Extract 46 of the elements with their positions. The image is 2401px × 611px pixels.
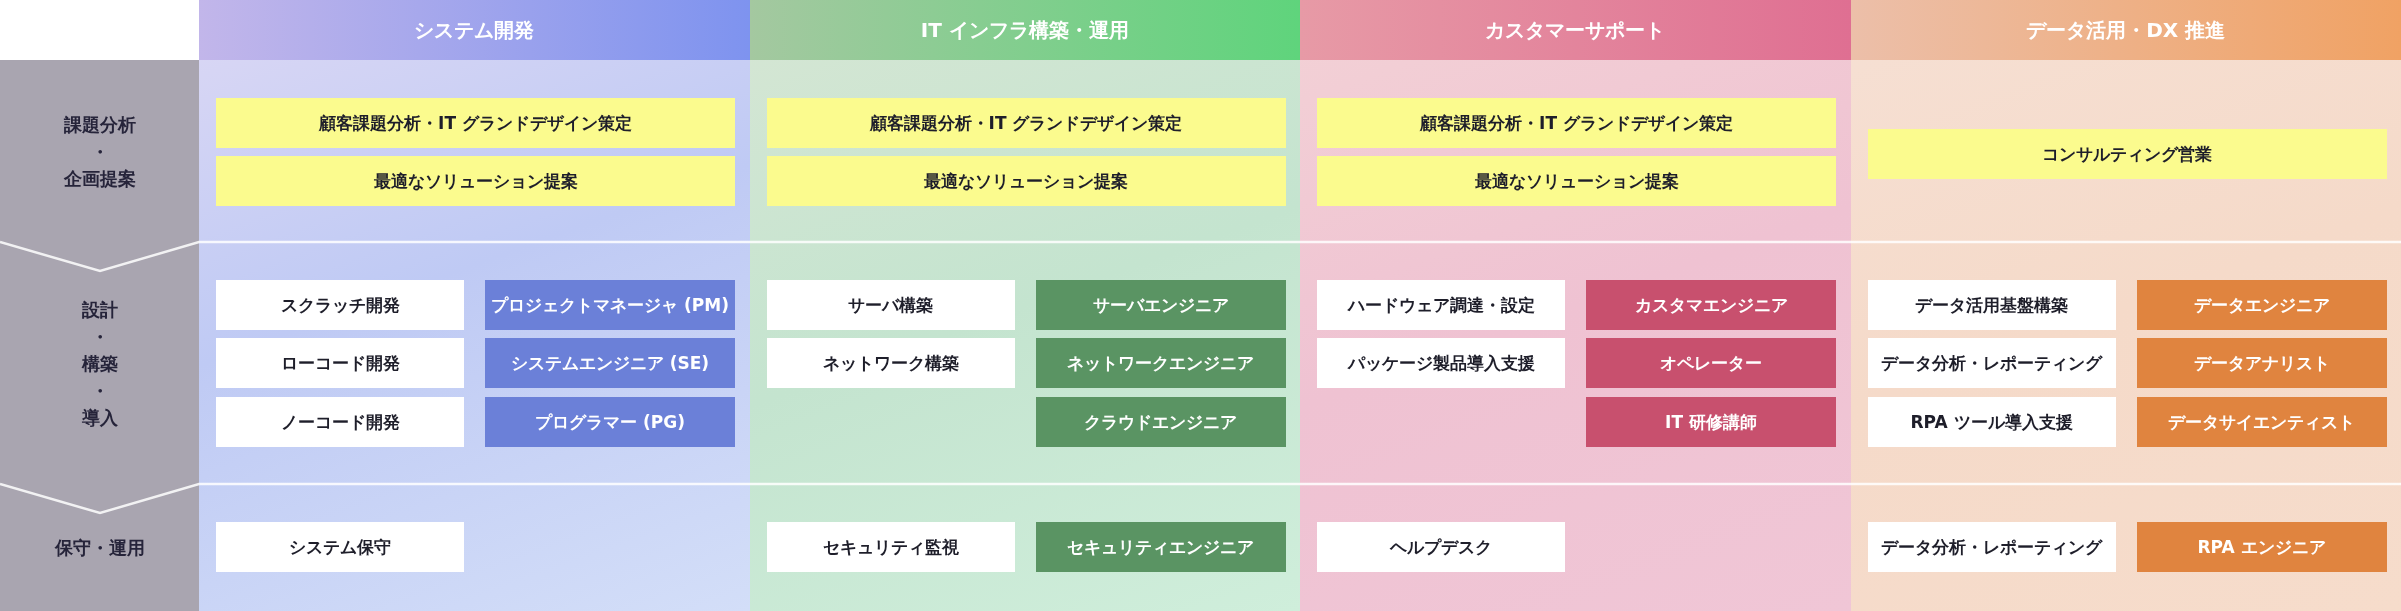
role-box: セキュリティエンジニア — [1035, 522, 1286, 572]
service-box: データ分析・レポーティング — [1867, 338, 2116, 388]
task-box: 最適なソリューション提案 — [1317, 156, 1836, 206]
column-panel — [749, 0, 1300, 611]
service-box: ローコード開発 — [216, 338, 464, 388]
service-box: ネットワーク構築 — [766, 338, 1015, 388]
column-header: カスタマーサポート — [1300, 0, 1851, 60]
task-box: 顧客課題分析・IT グランドデザイン策定 — [1317, 98, 1836, 148]
role-box: オペレーター — [1586, 338, 1836, 388]
service-box: システム保守 — [216, 522, 464, 572]
column-panel — [1300, 0, 1851, 611]
role-box: プログラマー (PG) — [485, 397, 735, 447]
service-box: ヘルプデスク — [1317, 522, 1565, 572]
stage-label: 課題分析・企画提案 — [0, 60, 199, 242]
column-header: IT インフラ構築・運用 — [749, 0, 1300, 60]
role-box: データサイエンティスト — [2136, 397, 2387, 447]
column-panel — [1850, 0, 2401, 611]
service-box: スクラッチ開発 — [216, 280, 464, 330]
role-box: クラウドエンジニア — [1035, 397, 1286, 447]
column-header: システム開発 — [199, 0, 750, 60]
task-box: 顧客課題分析・IT グランドデザイン策定 — [216, 98, 735, 148]
role-box: IT 研修講師 — [1586, 397, 1836, 447]
service-box: ノーコード開発 — [216, 397, 464, 447]
service-box: データ活用基盤構築 — [1867, 280, 2116, 330]
service-box: ハードウェア調達・設定 — [1317, 280, 1565, 330]
role-box: サーバエンジニア — [1035, 280, 1286, 330]
task-box: 顧客課題分析・IT グランドデザイン策定 — [766, 98, 1286, 148]
task-box: 最適なソリューション提案 — [216, 156, 735, 206]
service-box: RPA ツール導入支援 — [1867, 397, 2116, 447]
service-box: パッケージ製品導入支援 — [1317, 338, 1565, 388]
role-box: ネットワークエンジニア — [1035, 338, 1286, 388]
role-box: システムエンジニア (SE) — [485, 338, 735, 388]
service-box: サーバ構築 — [766, 280, 1015, 330]
role-box: RPA エンジニア — [2136, 522, 2387, 572]
column-panel — [199, 0, 750, 611]
column-header: データ活用・DX 推進 — [1850, 0, 2401, 60]
task-box: コンサルティング営業 — [1867, 129, 2387, 179]
role-box: プロジェクトマネージャ (PM) — [485, 280, 735, 330]
service-box: セキュリティ監視 — [766, 522, 1015, 572]
stage-label: 保守・運用 — [0, 484, 199, 611]
role-box: カスタマエンジニア — [1586, 280, 1836, 330]
role-box: データエンジニア — [2136, 280, 2387, 330]
task-box: 最適なソリューション提案 — [766, 156, 1286, 206]
role-box: データアナリスト — [2136, 338, 2387, 388]
stage-label: 設計・構築・導入 — [0, 242, 199, 484]
service-box: データ分析・レポーティング — [1867, 522, 2116, 572]
